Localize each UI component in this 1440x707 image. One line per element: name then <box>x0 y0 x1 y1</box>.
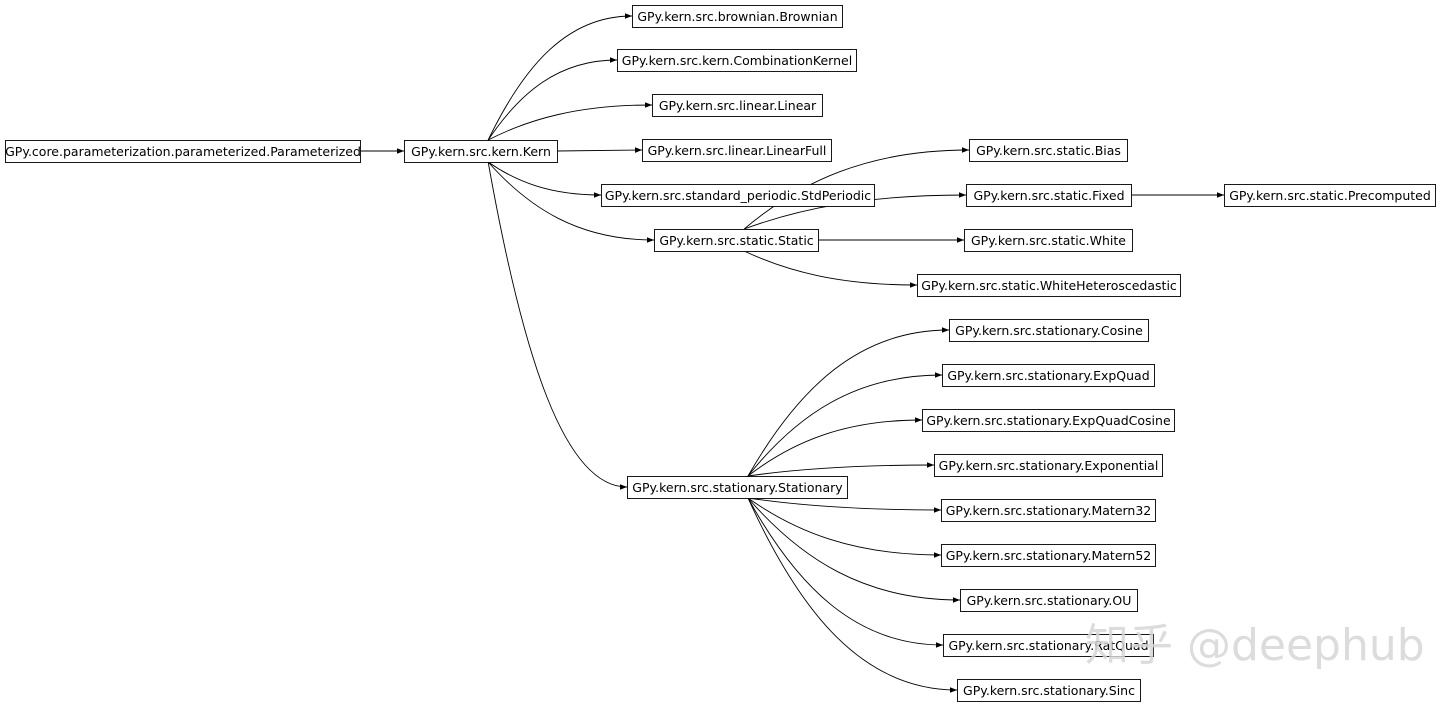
node-linearfull: GPy.kern.src.linear.LinearFull <box>642 139 832 162</box>
node-box <box>654 229 819 252</box>
node-label: GPy.kern.src.stationary.Exponential <box>939 458 1159 473</box>
node-box <box>1224 184 1436 207</box>
node-sinc: GPy.kern.src.stationary.Sinc <box>957 679 1141 702</box>
node-static: GPy.kern.src.static.Static <box>654 229 819 252</box>
node-brownian: GPy.kern.src.brownian.Brownian <box>632 5 843 28</box>
node-label: GPy.kern.src.linear.LinearFull <box>648 143 827 158</box>
edge-kern-to-combination <box>487 57 618 141</box>
node-label: GPy.kern.src.stationary.Sinc <box>963 683 1135 698</box>
edge-stationary-to-ou <box>747 497 961 603</box>
node-box <box>942 364 1155 387</box>
node-label: GPy.kern.src.stationary.OU <box>967 593 1132 608</box>
node-box <box>917 274 1181 297</box>
node-box <box>941 544 1156 567</box>
node-fixed: GPy.kern.src.static.Fixed <box>966 184 1132 207</box>
node-label: GPy.kern.src.stationary.ExpQuadCosine <box>926 413 1171 428</box>
edge-stationary-to-ratquad <box>747 497 944 648</box>
node-box <box>632 5 843 28</box>
edge-kern-to-stdperiodic <box>487 161 602 198</box>
node-expquad: GPy.kern.src.stationary.ExpQuad <box>942 364 1155 387</box>
node-matern52: GPy.kern.src.stationary.Matern52 <box>941 544 1156 567</box>
node-label: GPy.kern.src.static.Fixed <box>973 188 1124 203</box>
node-label: GPy.kern.src.static.Static <box>659 233 813 248</box>
node-whitehetero: GPy.kern.src.static.WhiteHeteroscedastic <box>917 274 1181 297</box>
node-linear: GPy.kern.src.linear.Linear <box>652 94 823 117</box>
watermark-text: 知乎 @deephub <box>1085 620 1425 671</box>
node-ratquad: GPy.kern.src.stationary.RatQuad <box>943 634 1154 657</box>
edge-stationary-to-expquadcosine <box>747 417 923 477</box>
node-box <box>627 476 848 499</box>
edge-stationary-to-cosine <box>747 327 950 477</box>
node-expquadcosine: GPy.kern.src.stationary.ExpQuadCosine <box>922 409 1175 432</box>
node-cosine: GPy.kern.src.stationary.Cosine <box>949 319 1149 342</box>
node-label: GPy.kern.src.stationary.RatQuad <box>948 638 1148 653</box>
nodes-layer: GPy.core.parameterization.parameterized.… <box>5 5 1436 702</box>
node-combination: GPy.kern.src.kern.CombinationKernel <box>617 49 857 72</box>
node-label: GPy.kern.src.static.Bias <box>976 143 1121 158</box>
node-label: GPy.core.parameterization.parameterized.… <box>5 144 361 159</box>
watermark: 知乎 @deephub <box>1085 620 1425 671</box>
node-box <box>960 589 1138 612</box>
node-label: GPy.kern.src.linear.Linear <box>659 98 817 113</box>
edge-kern-to-static <box>487 161 655 243</box>
edges-layer <box>360 13 1224 693</box>
node-box <box>922 409 1175 432</box>
node-label: GPy.kern.src.stationary.Matern52 <box>946 548 1152 563</box>
node-stdperiodic: GPy.kern.src.standard_periodic.StdPeriod… <box>601 184 875 207</box>
node-kern: GPy.kern.src.kern.Kern <box>404 140 558 163</box>
node-label: GPy.kern.src.stationary.Stationary <box>632 480 843 495</box>
node-box <box>943 634 1154 657</box>
edge-kern-to-linearfull <box>556 147 643 153</box>
edge-stationary-to-matern32 <box>747 497 942 513</box>
node-box <box>5 140 361 163</box>
node-label: GPy.kern.src.standard_periodic.StdPeriod… <box>605 188 871 203</box>
edge-stationary-to-sinc <box>747 497 958 693</box>
node-precomputed: GPy.kern.src.static.Precomputed <box>1224 184 1436 207</box>
node-label: GPy.kern.src.stationary.Cosine <box>955 323 1143 338</box>
node-exponential: GPy.kern.src.stationary.Exponential <box>934 454 1163 477</box>
node-label: GPy.kern.src.stationary.ExpQuad <box>947 368 1149 383</box>
edge-kern-to-stationary <box>487 161 628 490</box>
node-box <box>934 454 1163 477</box>
edge-stationary-to-expquad <box>747 372 943 477</box>
node-box <box>404 140 558 163</box>
node-box <box>652 94 823 117</box>
node-label: GPy.kern.src.static.WhiteHeteroscedastic <box>921 278 1177 293</box>
node-stationary: GPy.kern.src.stationary.Stationary <box>627 476 848 499</box>
node-box <box>957 679 1141 702</box>
node-bias: GPy.kern.src.static.Bias <box>969 139 1128 162</box>
node-box <box>966 184 1132 207</box>
node-ou: GPy.kern.src.stationary.OU <box>960 589 1138 612</box>
node-label: GPy.kern.src.stationary.Matern32 <box>946 503 1152 518</box>
node-parameterized: GPy.core.parameterization.parameterized.… <box>5 140 361 163</box>
edge-static-to-bias <box>743 147 970 230</box>
node-box <box>617 49 857 72</box>
node-label: GPy.kern.src.kern.Kern <box>411 144 551 159</box>
node-label: GPy.kern.src.static.White <box>971 233 1126 248</box>
node-label: GPy.kern.src.brownian.Brownian <box>637 9 837 24</box>
edge-kern-to-linear <box>487 102 653 141</box>
node-matern32: GPy.kern.src.stationary.Matern32 <box>941 499 1156 522</box>
node-box <box>601 184 875 207</box>
edge-stationary-to-matern52 <box>747 497 942 558</box>
node-box <box>642 139 832 162</box>
node-label: GPy.kern.src.static.Precomputed <box>1229 188 1431 203</box>
edge-kern-to-brownian <box>487 13 633 141</box>
edge-stationary-to-exponential <box>747 462 935 477</box>
node-white: GPy.kern.src.static.White <box>964 229 1133 252</box>
node-box <box>949 319 1149 342</box>
node-label: GPy.kern.src.kern.CombinationKernel <box>622 53 852 68</box>
node-box <box>941 499 1156 522</box>
edge-static-to-whitehetero <box>744 250 918 288</box>
node-box <box>964 229 1133 252</box>
node-box <box>969 139 1128 162</box>
